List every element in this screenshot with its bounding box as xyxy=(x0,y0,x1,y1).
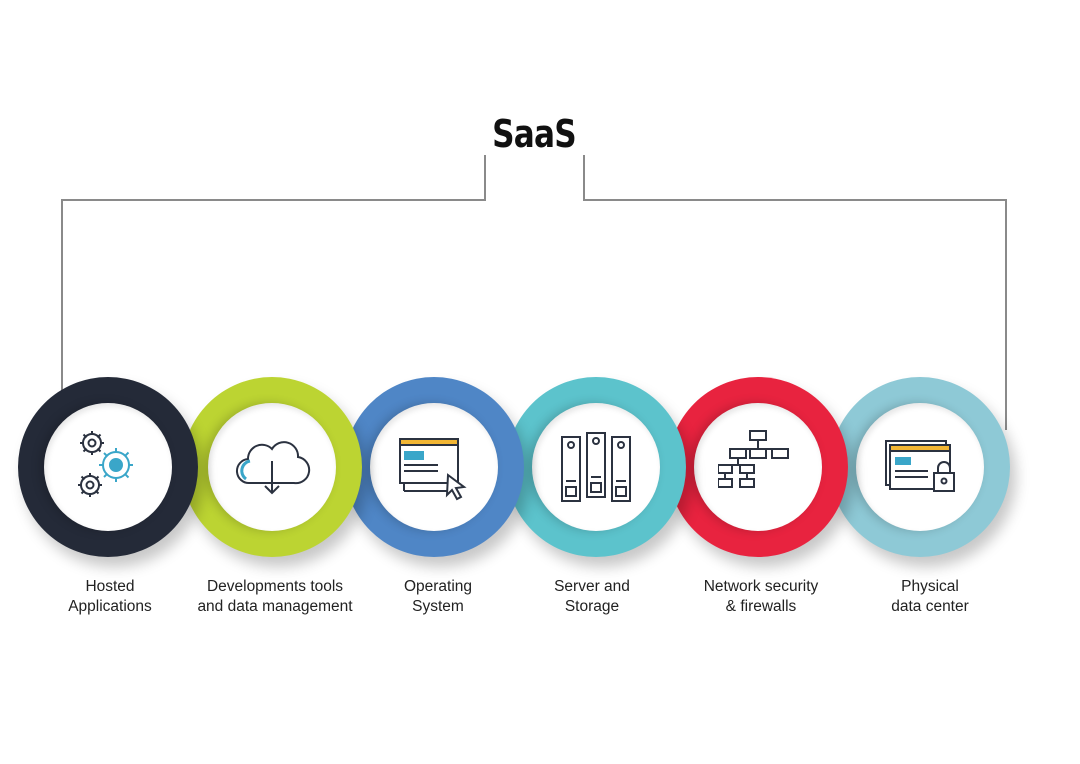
layer-core xyxy=(370,403,498,531)
label-line-1: Operating xyxy=(403,578,473,595)
layer-core xyxy=(208,403,336,531)
layer-node-server-storage xyxy=(506,377,686,557)
layer-label-server-storage: Server and Storage xyxy=(482,577,702,617)
label-line-1: Developments tools xyxy=(206,578,344,595)
layer-core xyxy=(44,403,172,531)
server-racks-icon xyxy=(561,432,631,502)
layer-core xyxy=(532,403,660,531)
label-line-1: Network security xyxy=(703,578,819,595)
layer-label-network-security: Network security & firewalls xyxy=(651,577,871,617)
layer-label-operating-system: Operating System xyxy=(328,577,548,617)
label-line-1: Physical xyxy=(901,578,959,595)
network-hierarchy-icon xyxy=(718,430,789,488)
layer-node-operating-system xyxy=(344,377,524,557)
diagram-title: SaaS xyxy=(492,112,576,156)
layer-core xyxy=(856,403,984,531)
label-line-2: Applications xyxy=(68,598,152,615)
label-line-2: data center xyxy=(891,598,969,615)
secure-window-icon xyxy=(885,440,955,492)
window-cursor-icon xyxy=(399,438,467,501)
layer-node-development-tools xyxy=(182,377,362,557)
label-line-2: Storage xyxy=(564,598,620,615)
label-line-2: System xyxy=(412,598,464,615)
label-line-2: & firewalls xyxy=(725,598,797,615)
bracket-left-arm xyxy=(61,155,486,395)
layer-core xyxy=(694,403,822,531)
gear-small-top xyxy=(80,431,104,455)
label-line-1: Hosted xyxy=(85,578,135,595)
layer-label-hosted-applications: Hosted Applications xyxy=(0,577,220,617)
gear-small-bottom xyxy=(78,473,102,497)
layer-node-network-security xyxy=(668,377,848,557)
bracket-right-arm xyxy=(583,155,1007,430)
layer-label-development-tools: Developments tools and data management xyxy=(165,577,385,617)
layer-node-hosted-applications xyxy=(18,377,198,557)
gears-icon xyxy=(78,431,133,497)
gear-large-accent xyxy=(99,448,133,482)
label-line-2: and data management xyxy=(197,598,353,615)
cloud-download-icon xyxy=(236,441,311,495)
layer-node-physical-data-center xyxy=(830,377,1010,557)
label-line-1: Server and xyxy=(554,578,630,595)
layer-label-physical-data-center: Physical data center xyxy=(820,577,1040,617)
